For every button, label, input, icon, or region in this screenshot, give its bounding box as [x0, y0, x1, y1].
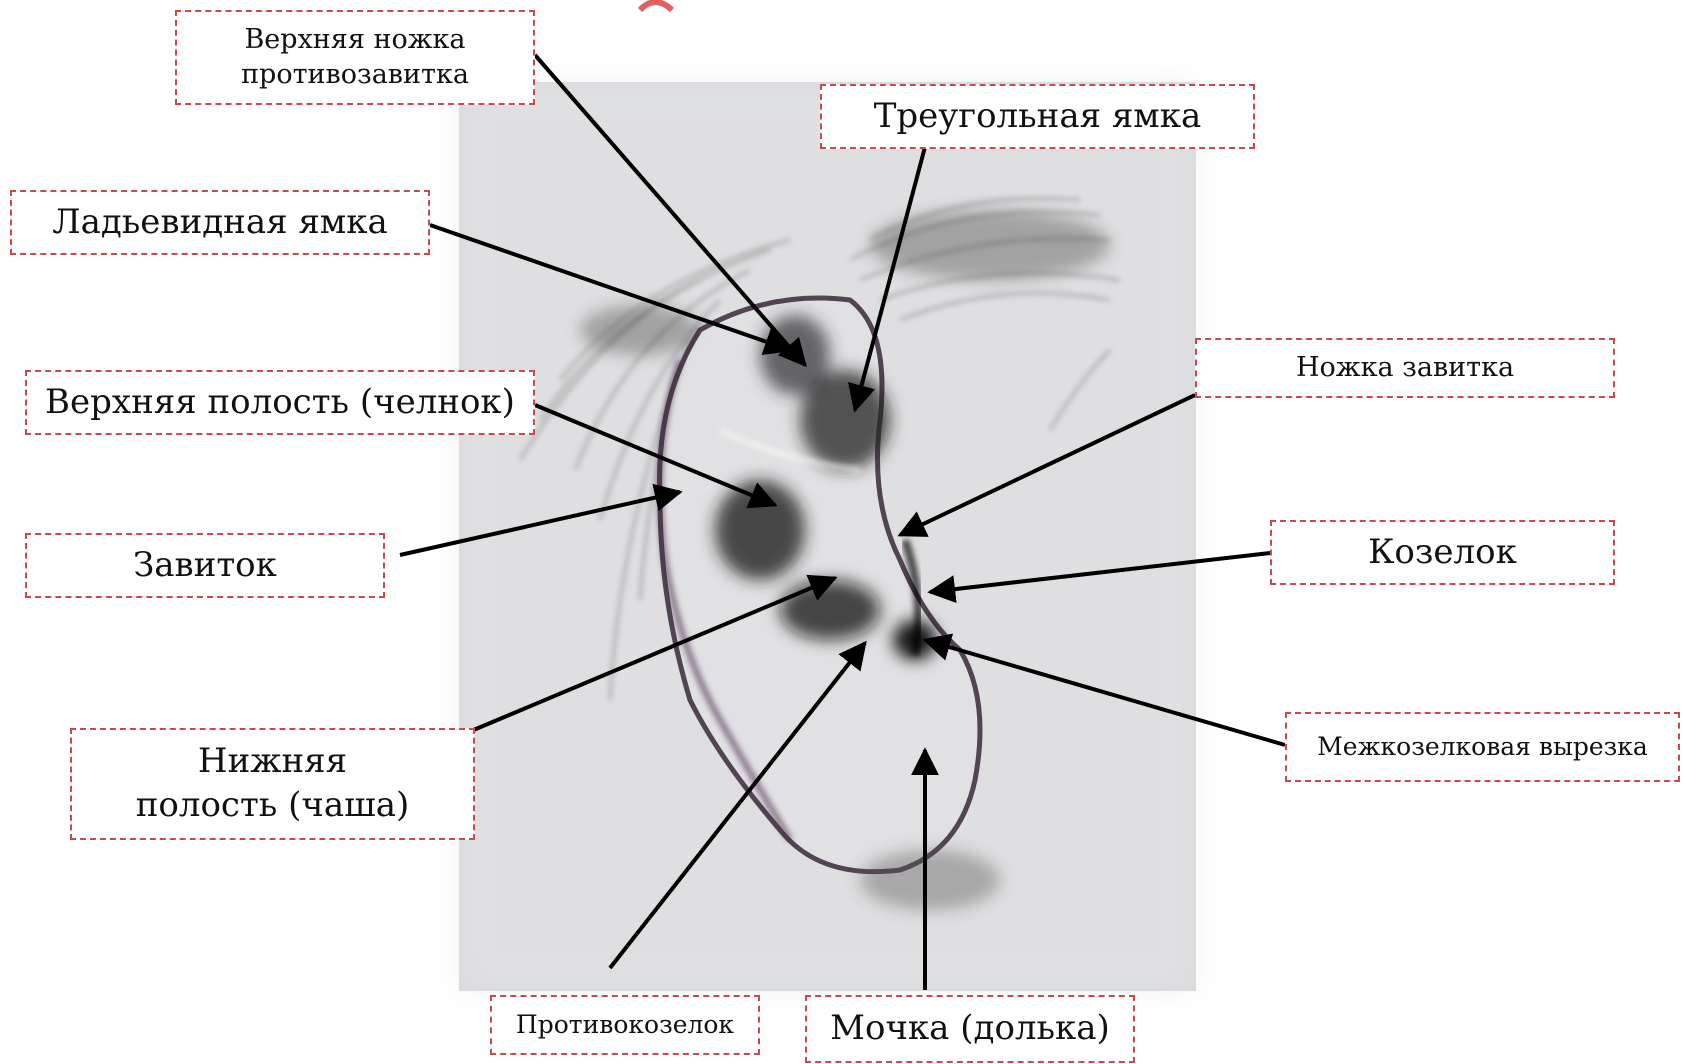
label-scaphoid-fossa: Ладьевидная ямка [10, 190, 430, 255]
decorative-arc [640, 2, 672, 10]
label-lobule: Мочка (долька) [805, 995, 1135, 1063]
label-antitragus: Противокозелок [490, 995, 760, 1055]
label-tragus: Козелок [1270, 520, 1615, 585]
label-cavum: Нижняя полость (чаша) [70, 728, 475, 840]
label-intertragic-notch: Межкозелковая вырезка [1285, 712, 1680, 782]
label-superior-crus: Верхняя ножка противозавитка [175, 10, 535, 105]
label-helix-crus: Ножка завитка [1195, 338, 1615, 398]
label-cymba: Верхняя полость (челнок) [25, 370, 535, 435]
label-triangular-fossa: Треугольная ямка [820, 84, 1255, 149]
label-helix: Завиток [25, 533, 385, 598]
ear-photo [459, 82, 1196, 991]
